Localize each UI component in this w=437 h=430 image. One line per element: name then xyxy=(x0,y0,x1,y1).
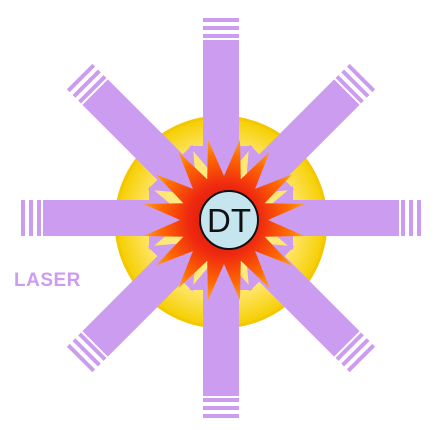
beam-stripe xyxy=(203,414,239,418)
laser-label: LASER xyxy=(14,270,81,292)
beam-stripe xyxy=(203,34,239,38)
beam-stripe xyxy=(401,200,405,236)
beam-stripe xyxy=(29,200,33,236)
beam-stripe xyxy=(203,18,239,22)
beam-stripe xyxy=(409,200,413,236)
beam-stripe xyxy=(37,200,41,236)
beam-stripe xyxy=(417,200,421,236)
beam-stripe xyxy=(21,200,25,236)
beam-stripe xyxy=(203,26,239,30)
dt-label: DT xyxy=(207,202,251,239)
beam-stripe xyxy=(203,406,239,410)
beam-stripe xyxy=(203,398,239,402)
